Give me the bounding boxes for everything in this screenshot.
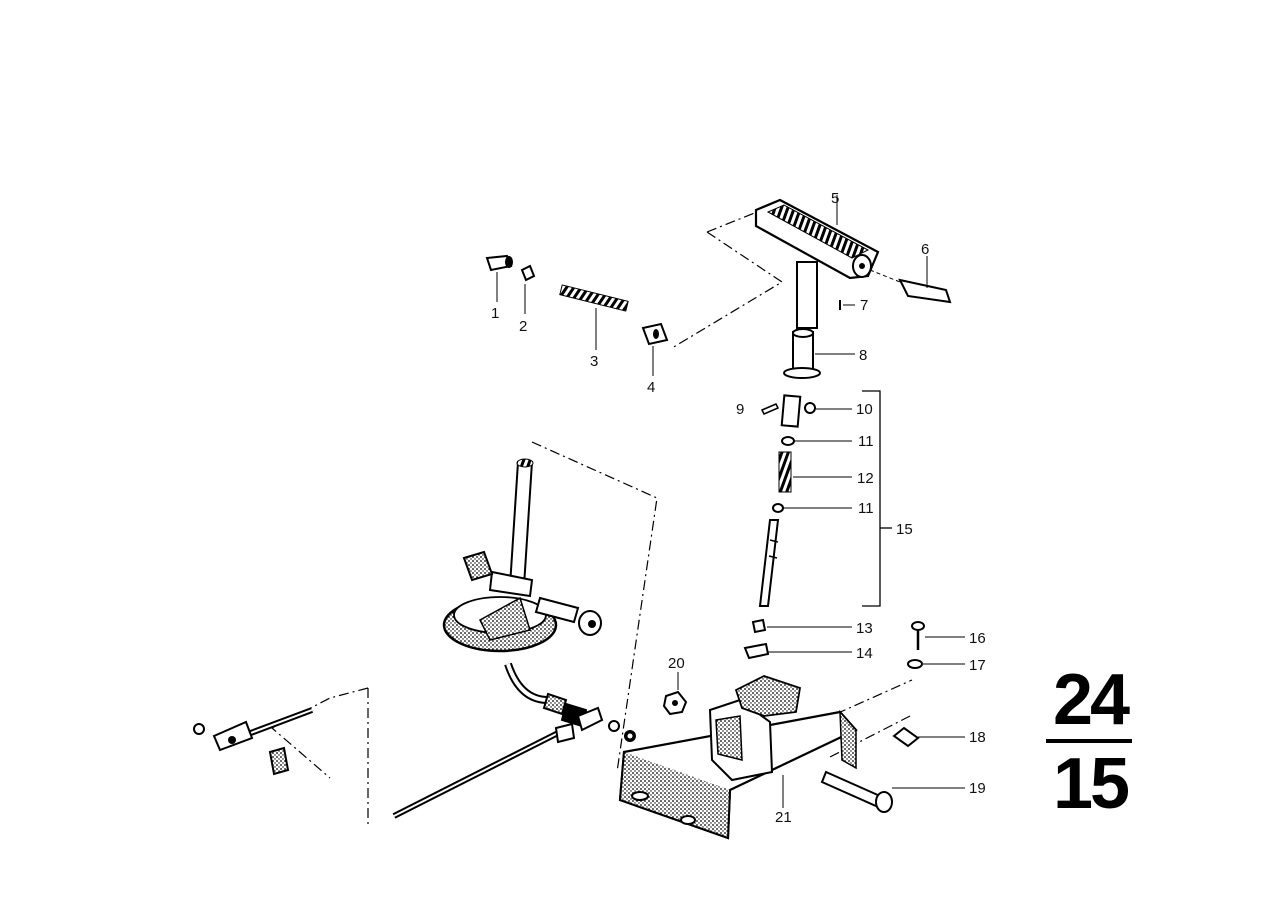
callout-21: 21 bbox=[775, 809, 792, 826]
part-11-washer-upper bbox=[781, 436, 852, 446]
callout-2: 2 bbox=[519, 318, 527, 335]
part-14-clip bbox=[743, 642, 852, 660]
part-17-washer bbox=[907, 659, 965, 669]
callout-10: 10 bbox=[856, 401, 873, 418]
callout-6: 6 bbox=[921, 241, 929, 258]
callout-11-upper: 11 bbox=[858, 433, 874, 450]
part-3-spring bbox=[559, 284, 629, 350]
callout-3: 3 bbox=[590, 353, 598, 370]
part-20-nut bbox=[662, 672, 688, 716]
callout-18: 18 bbox=[969, 729, 986, 746]
part-10-ring bbox=[804, 402, 852, 414]
callout-1: 1 bbox=[491, 305, 499, 322]
callout-8: 8 bbox=[859, 347, 867, 364]
part-5-t-handle bbox=[754, 195, 880, 329]
assembly-bracket-15 bbox=[862, 390, 892, 607]
shift-sleeve bbox=[780, 394, 802, 428]
callout-12: 12 bbox=[857, 470, 874, 487]
callout-11-lower: 11 bbox=[858, 500, 874, 517]
callout-4: 4 bbox=[647, 379, 655, 396]
callout-19: 19 bbox=[969, 780, 986, 797]
page-number-top: 24 bbox=[1052, 660, 1130, 740]
callout-20: 20 bbox=[668, 655, 685, 672]
part-19-bolt bbox=[820, 770, 965, 813]
callout-5: 5 bbox=[831, 190, 839, 207]
part-18-clip-nut bbox=[892, 726, 965, 748]
callout-17: 17 bbox=[969, 657, 986, 674]
callout-13: 13 bbox=[856, 620, 873, 637]
part-21-base-plate bbox=[618, 675, 858, 840]
selector-assembly bbox=[193, 458, 636, 819]
part-8-bushing bbox=[783, 328, 855, 379]
callout-14: 14 bbox=[856, 645, 873, 662]
part-7-screw bbox=[839, 300, 855, 310]
part-4-lever-end bbox=[641, 322, 669, 376]
part-9-pin bbox=[760, 403, 780, 415]
part-13-nut bbox=[751, 618, 852, 634]
part-1-sleeve bbox=[485, 254, 513, 302]
callout-7: 7 bbox=[860, 297, 868, 314]
part-2-clip bbox=[520, 264, 536, 314]
page-number-divider bbox=[1046, 739, 1132, 743]
part-6-pin bbox=[869, 256, 952, 304]
callout-16: 16 bbox=[969, 630, 986, 647]
callout-9: 9 bbox=[736, 401, 744, 418]
part-16-screw bbox=[911, 621, 965, 650]
callout-15: 15 bbox=[896, 521, 913, 538]
part-12-spring bbox=[778, 451, 852, 493]
part-11-washer-lower bbox=[772, 503, 852, 513]
shift-rod bbox=[758, 519, 780, 607]
callout-labels: 1 2 3 4 5 6 7 8 9 10 11 12 11 15 13 14 1… bbox=[491, 190, 986, 826]
page-number-bottom: 15 bbox=[1052, 744, 1130, 824]
